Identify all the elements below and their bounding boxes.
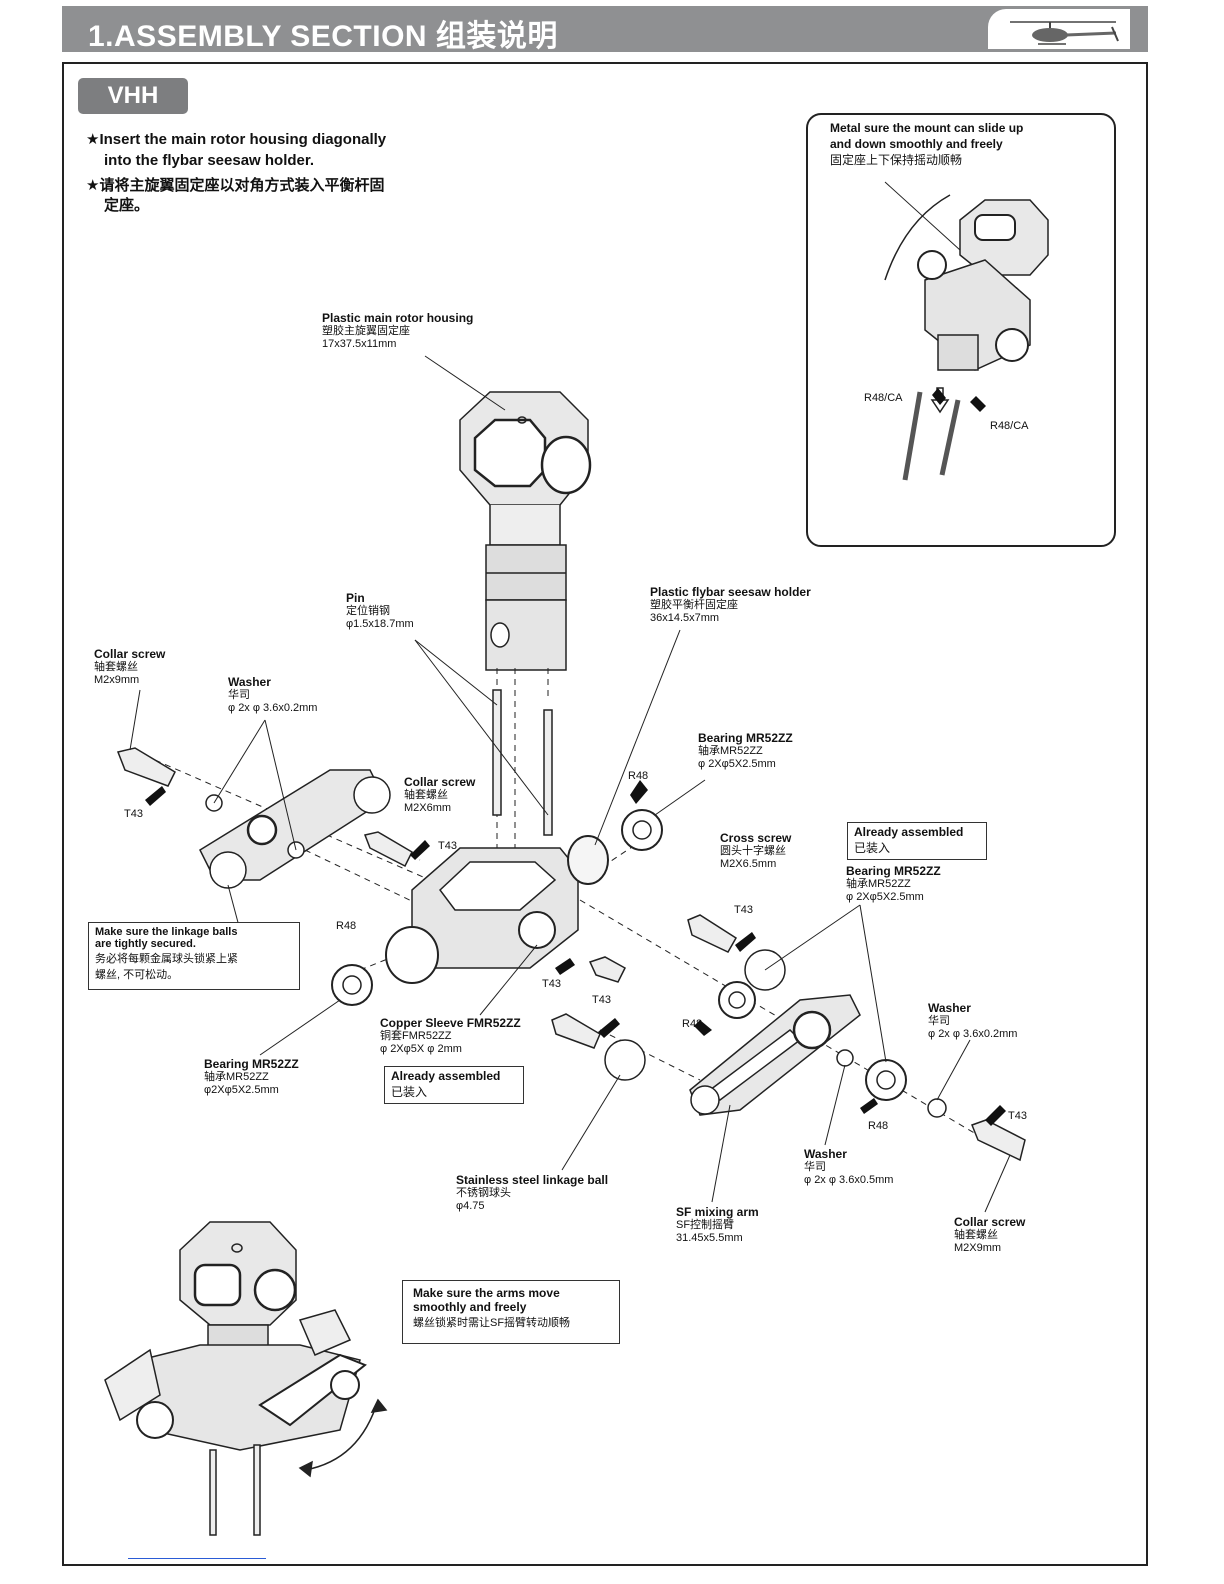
bearing-top	[621, 809, 663, 851]
cross-screw	[687, 914, 738, 953]
code-r48: R48	[628, 770, 649, 782]
instruction-en-line2: into the flybar seesaw holder.	[104, 152, 315, 169]
collar-screw-mid	[363, 831, 413, 868]
assembled-view-drawing	[104, 1221, 388, 1536]
code-t43: T43	[734, 904, 753, 916]
code-t43: T43	[438, 840, 457, 852]
inset-frame	[806, 113, 1116, 547]
content-frame	[62, 62, 1148, 1566]
helicopter-icon	[1010, 21, 1119, 45]
code-t43: T43	[542, 978, 561, 990]
sf-mixing-arm	[689, 994, 861, 1116]
inset-note-line1: Metal sure the mount can slide up	[830, 121, 1024, 135]
bearing-mid	[718, 981, 756, 1019]
instruction-zh-line1: ★请将主旋翼固定座以对角方式装入平衡杆固	[86, 177, 385, 194]
arms-move-note: Make sure the arms move smoothly and fre…	[402, 1280, 620, 1344]
model-badge: VHH	[78, 78, 188, 114]
pin-left	[492, 689, 502, 816]
code-t43: T43	[592, 994, 611, 1006]
collar-screw-left	[116, 747, 176, 787]
code-r48: R48	[336, 920, 357, 932]
code-t43: T43	[1008, 1110, 1027, 1122]
collar-screw-right	[971, 1119, 1026, 1162]
left-mixing-arm	[116, 747, 413, 889]
flybar-seesaw-holder	[385, 835, 609, 984]
bearing-right	[865, 1059, 907, 1101]
inset-note-line2: and down smoothly and freely	[830, 137, 1003, 151]
inset-note-zh: 固定座上下保持摇动顺畅	[830, 153, 963, 167]
linkage-ball-note: Make sure the linkage balls are tightly …	[88, 922, 300, 990]
footer-link-underline	[128, 1558, 266, 1559]
code-r48: R48	[682, 1018, 703, 1030]
instruction-zh-line2: 定座。	[104, 197, 150, 214]
washer-bottom	[836, 1049, 854, 1067]
inset-code-left: R48/CA	[864, 392, 903, 404]
code-r48: R48	[868, 1120, 889, 1132]
inset-code-right: R48/CA	[990, 420, 1029, 432]
bearing-left	[331, 964, 373, 1006]
washer-right	[927, 1098, 947, 1118]
arrow-marker	[145, 786, 166, 806]
pin-right	[543, 709, 553, 836]
inset-housing-drawing	[884, 181, 1049, 481]
main-rotor-housing	[459, 391, 592, 671]
linkage-ball-bottom	[604, 1039, 646, 1081]
code-t43: T43	[124, 808, 143, 820]
section-header: 1.ASSEMBLY SECTION 组装说明	[62, 6, 1148, 53]
instruction-en-line1: ★Insert the main rotor housing diagonall…	[86, 131, 387, 148]
helicopter-logo	[988, 9, 1130, 49]
section-title: 1.ASSEMBLY SECTION 组装说明	[88, 20, 558, 53]
